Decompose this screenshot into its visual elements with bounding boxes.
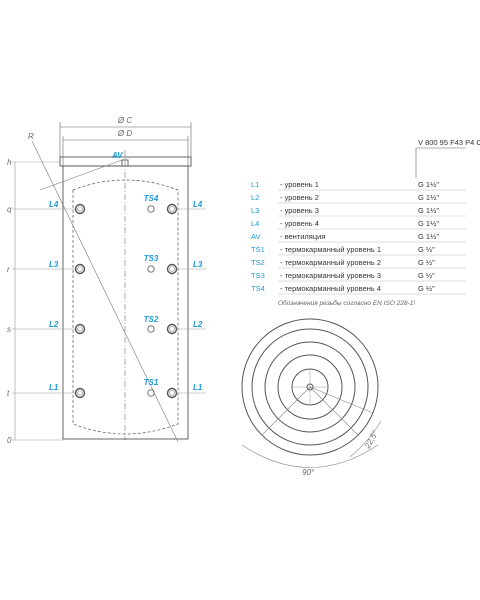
sensor-ts4-label: TS4 — [144, 194, 159, 203]
svg-text:G 1½": G 1½" — [418, 219, 439, 228]
table-row: TS2 - термокарманный уровень 2 G ½" — [251, 258, 435, 267]
dim-d-label: Ø D — [117, 129, 132, 138]
svg-text:- уровень 4: - уровень 4 — [280, 219, 319, 228]
table-row: L4 - уровень 4 G 1½" — [251, 219, 439, 228]
port-right-l3-label: L3 — [193, 260, 203, 269]
table-rules — [278, 189, 466, 295]
table-row: TS3 - термокарманный уровень 3 G ½" — [251, 271, 435, 280]
right-ports-inner — [169, 206, 175, 396]
tank-side-view — [59, 150, 192, 440]
level-s-label: s — [7, 325, 11, 334]
connection-table: L1 - уровень 1 G 1½" L2 - уровень 2 G 1½… — [251, 180, 466, 295]
svg-text:L3: L3 — [251, 206, 259, 215]
level-axis — [12, 161, 78, 441]
svg-text:G ½": G ½" — [418, 258, 435, 267]
svg-text:G 1½": G 1½" — [418, 232, 439, 241]
tank-top-view — [241, 318, 379, 456]
svg-text:G 1½": G 1½" — [418, 193, 439, 202]
level-q-label: q — [7, 205, 12, 214]
svg-text:- уровень 1: - уровень 1 — [280, 180, 319, 189]
svg-text:L4: L4 — [251, 219, 259, 228]
diameter-dimensions — [59, 122, 192, 166]
sensor-ts1-label: TS1 — [144, 378, 159, 387]
svg-text:- термокарманный уровень 3: - термокарманный уровень 3 — [280, 271, 381, 280]
angle-225-label: 22,5° — [363, 428, 381, 450]
table-row: L2 - уровень 2 G 1½" — [251, 193, 439, 202]
table-row: L3 - уровень 3 G 1½" — [251, 206, 439, 215]
table-row: L1 - уровень 1 G 1½" — [251, 180, 439, 189]
svg-text:- уровень 3: - уровень 3 — [280, 206, 319, 215]
svg-text:TS4: TS4 — [251, 284, 265, 293]
svg-text:- термокарманный уровень 2: - термокарманный уровень 2 — [280, 258, 381, 267]
level-t-label: t — [7, 389, 10, 398]
angle-90-label: 90° — [302, 468, 315, 477]
dim-r-label: R — [28, 132, 34, 141]
table-row: TS4 - термокарманный уровень 4 G ½" — [251, 284, 435, 293]
port-left-l3-label: L3 — [49, 260, 59, 269]
svg-text:G 1½": G 1½" — [418, 180, 439, 189]
level-0-label: 0 — [7, 436, 12, 445]
svg-text:TS2: TS2 — [251, 258, 265, 267]
table-row: AV - вентиляция G 1½" — [251, 232, 439, 241]
thread-note: Обозначения резьбы согласно EN ISO 228-1… — [278, 299, 415, 307]
model-code: V 800 95 F43 P4 C — [418, 138, 480, 147]
svg-text:G ½": G ½" — [418, 284, 435, 293]
svg-text:AV: AV — [251, 232, 260, 241]
svg-text:- термокарманный уровень 4: - термокарманный уровень 4 — [280, 284, 381, 293]
sensor-ts2-label: TS2 — [144, 315, 159, 324]
dim-c-label: Ø C — [117, 116, 132, 125]
port-right-l4-label: L4 — [193, 200, 203, 209]
svg-text:- вентиляция: - вентиляция — [280, 232, 325, 241]
level-r-label: r — [7, 265, 10, 274]
svg-text:G ½": G ½" — [418, 271, 435, 280]
port-av-label: AV — [111, 151, 123, 160]
svg-text:L2: L2 — [251, 193, 259, 202]
svg-text:- термокарманный уровень 1: - термокарманный уровень 1 — [280, 245, 381, 254]
left-ports-inner — [77, 206, 83, 396]
port-left-l4-label: L4 — [49, 200, 59, 209]
port-right-l2-label: L2 — [193, 320, 203, 329]
svg-text:L1: L1 — [251, 180, 259, 189]
svg-text:G ½": G ½" — [418, 245, 435, 254]
level-h-label: h — [7, 158, 12, 167]
top-view-angle-lines — [241, 386, 382, 468]
svg-text:TS3: TS3 — [251, 271, 265, 280]
svg-text:TS1: TS1 — [251, 245, 265, 254]
svg-text:G 1½": G 1½" — [418, 206, 439, 215]
radius-line — [31, 140, 179, 443]
sensor-ts3-label: TS3 — [144, 254, 159, 263]
model-bracket — [415, 147, 466, 178]
right-ports — [166, 203, 178, 399]
port-left-l2-label: L2 — [49, 320, 59, 329]
port-right-l1-label: L1 — [193, 383, 203, 392]
port-left-l1-label: L1 — [49, 383, 59, 392]
left-ports — [74, 203, 86, 399]
table-row: TS1 - термокарманный уровень 1 G ½" — [251, 245, 435, 254]
port-leaders — [176, 208, 206, 394]
sensor-wells — [147, 205, 155, 397]
svg-text:- уровень 2: - уровень 2 — [280, 193, 319, 202]
